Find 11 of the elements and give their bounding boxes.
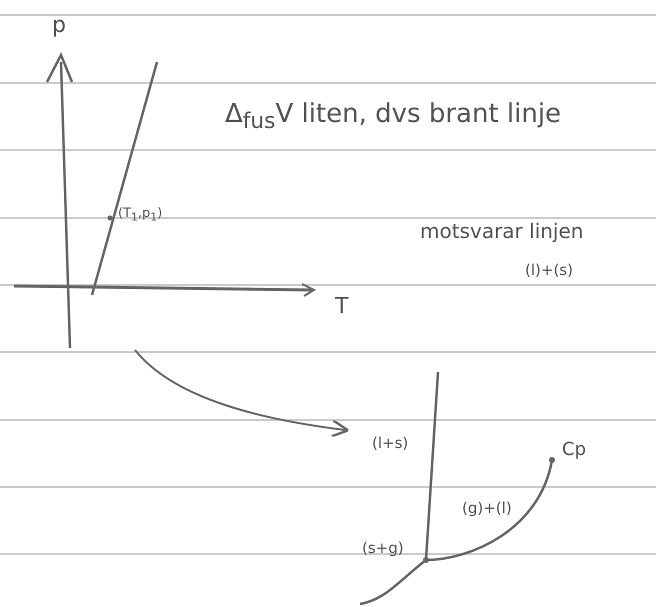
- region-label: (s+g): [362, 540, 404, 556]
- note-text: motsvarar linjen: [420, 220, 584, 242]
- point-label: Cp: [562, 440, 586, 460]
- point-label: (T$_{1}$,p$_{1}$): [118, 207, 162, 224]
- region-label: (l+s): [372, 435, 408, 452]
- region-label: (l)+(s): [525, 262, 573, 278]
- region-label: (g)+(l): [462, 500, 512, 516]
- axis-label: T: [335, 295, 348, 320]
- note-text: Δ$_{fus}$V liten, dvs brant linje: [225, 100, 562, 134]
- curved-arrow: [134, 349, 350, 438]
- axis-label: p: [52, 14, 66, 38]
